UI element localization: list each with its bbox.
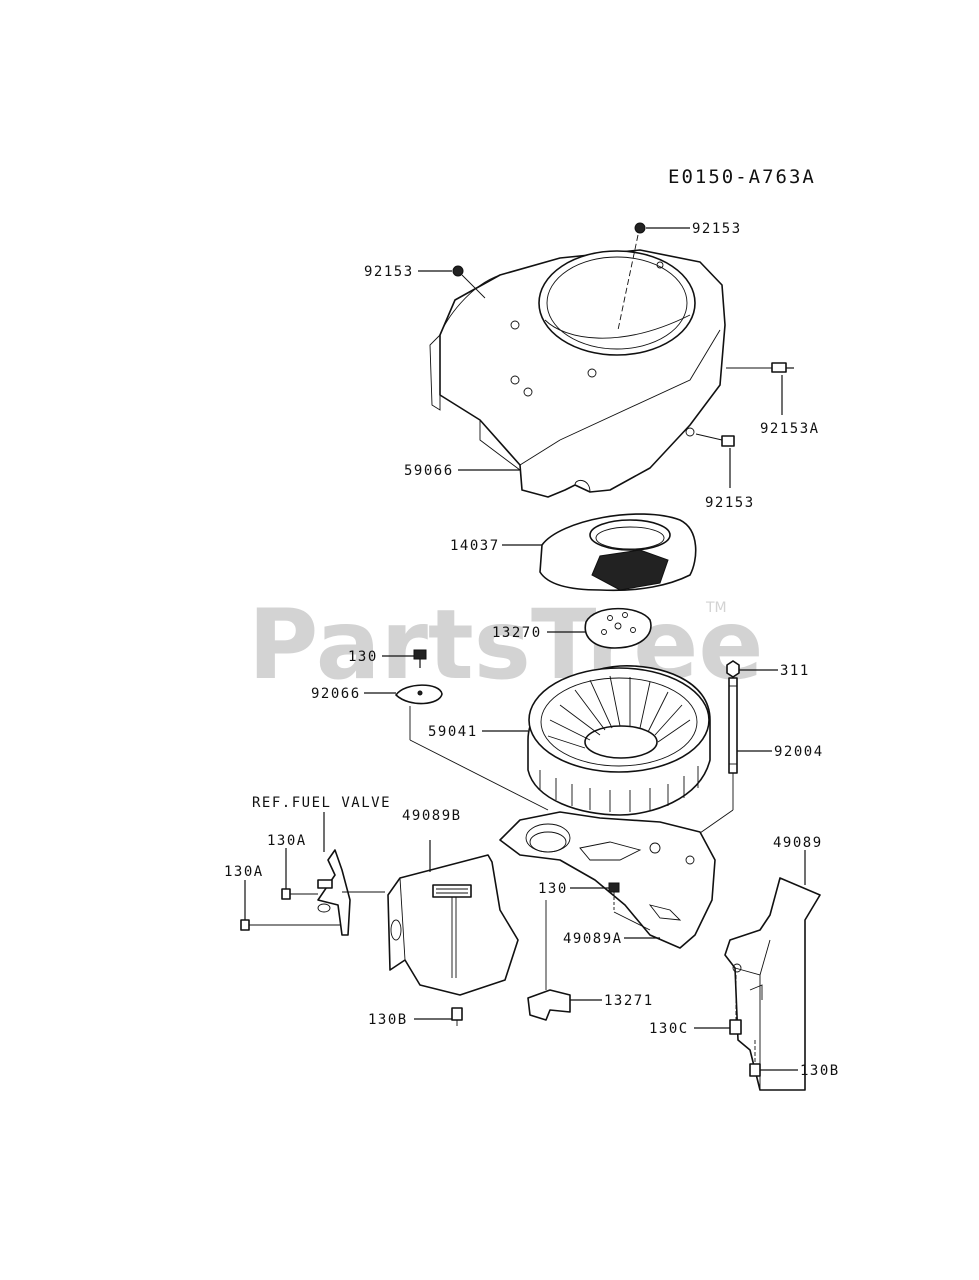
screw-130A-upper bbox=[281, 848, 318, 900]
label-311: 311 bbox=[780, 663, 810, 679]
blower-housing-59066 bbox=[429, 249, 726, 498]
screw-130C bbox=[694, 975, 742, 1035]
flywheel-59041 bbox=[527, 665, 711, 816]
screw-92153-bottom bbox=[695, 433, 735, 488]
bracket-13271 bbox=[527, 900, 602, 1021]
screw-92153A bbox=[726, 362, 794, 415]
screw-92153-top bbox=[617, 222, 690, 331]
label-59066: 59066 bbox=[404, 463, 454, 479]
label-49089: 49089 bbox=[773, 835, 823, 851]
label-130B-right: 130B bbox=[800, 1063, 840, 1079]
bolt-130-upper bbox=[382, 649, 427, 668]
label-92153-top: 92153 bbox=[692, 221, 742, 237]
fuel-valve-bracket bbox=[317, 812, 385, 936]
label-130-upper: 130 bbox=[348, 649, 378, 665]
label-92066: 92066 bbox=[311, 686, 361, 702]
shroud-plate-49089A bbox=[499, 811, 716, 949]
label-49089B: 49089B bbox=[402, 808, 462, 824]
label-92004: 92004 bbox=[774, 744, 824, 760]
label-ref-fuel-valve: REF.FUEL VALVE bbox=[252, 795, 391, 811]
screw-130B-left bbox=[414, 1007, 463, 1026]
label-130B-left: 130B bbox=[368, 1012, 408, 1028]
shroud-49089B bbox=[387, 840, 519, 996]
label-13270: 13270 bbox=[492, 625, 542, 641]
svg-text:TM: TM bbox=[705, 600, 727, 616]
bolt-130-lower bbox=[570, 882, 651, 931]
label-130-lower: 130 bbox=[538, 881, 568, 897]
label-59041: 59041 bbox=[428, 724, 478, 740]
washer-92066 bbox=[364, 684, 549, 811]
diagram-code: E0150-A763A bbox=[668, 166, 816, 188]
label-49089A: 49089A bbox=[563, 931, 623, 947]
screen-14037 bbox=[539, 513, 697, 592]
label-130A-lower: 130A bbox=[224, 864, 264, 880]
label-130A-upper: 130A bbox=[267, 833, 307, 849]
label-14037: 14037 bbox=[450, 538, 500, 554]
screw-130A-lower bbox=[240, 880, 340, 931]
label-92153-bottom: 92153 bbox=[705, 495, 755, 511]
shroud-49089 bbox=[724, 850, 821, 1091]
plate-13270 bbox=[584, 607, 652, 649]
screw-130B-right bbox=[749, 1040, 798, 1077]
nut-311 bbox=[726, 660, 778, 678]
label-13271: 13271 bbox=[604, 993, 654, 1009]
label-130C: 130C bbox=[649, 1021, 689, 1037]
label-92153-left: 92153 bbox=[364, 264, 414, 280]
screw-92153-left bbox=[418, 265, 486, 299]
label-92153A: 92153A bbox=[760, 421, 820, 437]
